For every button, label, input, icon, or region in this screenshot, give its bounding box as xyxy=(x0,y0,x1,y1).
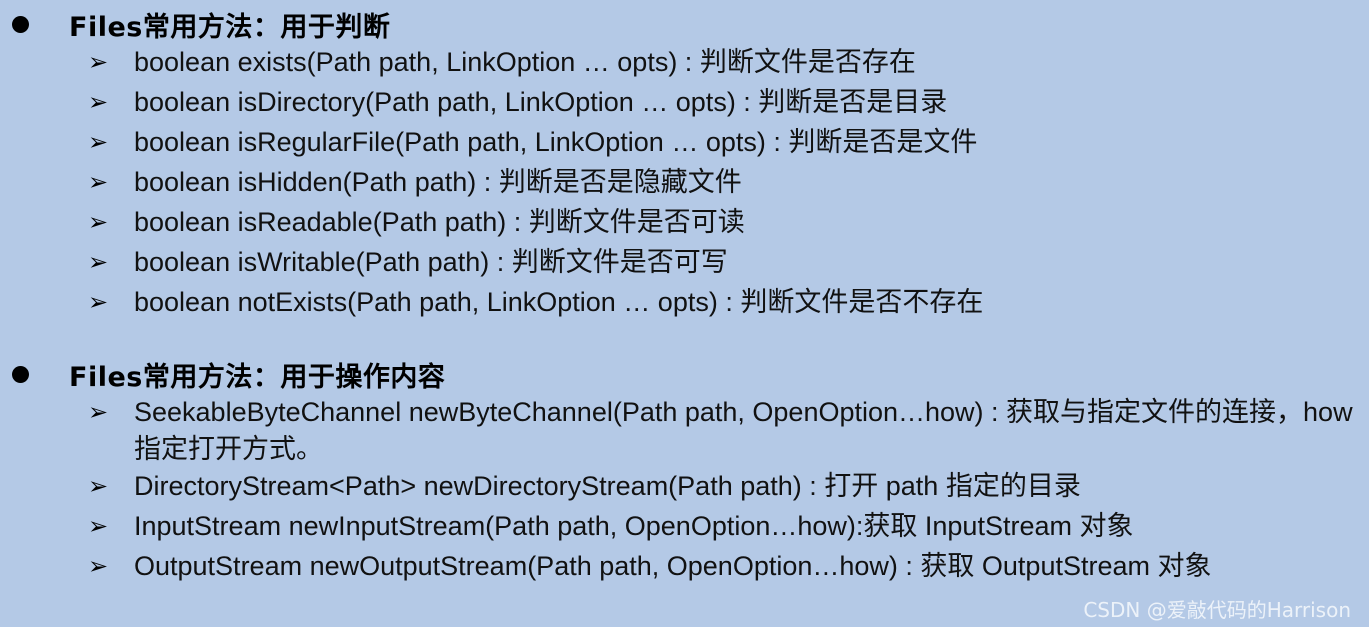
list-item: ➢ boolean isWritable(Path path) : 判断文件是否可… xyxy=(88,244,1369,284)
method-text: OutputStream newOutputStream(Path path, … xyxy=(134,551,1212,581)
list-item: ➢ boolean isRegularFile(Path path, LinkOp… xyxy=(88,124,1369,164)
list-item: ➢ boolean isReadable(Path path) : 判断文件是否可… xyxy=(88,204,1369,244)
section-heading: Files常用方法：用于判断 xyxy=(12,4,1369,44)
arrowhead-icon: ➢ xyxy=(88,49,109,76)
method-text: boolean isReadable(Path path) : 判断文件是否可读 xyxy=(134,207,745,237)
section-heading: Files常用方法：用于操作内容 xyxy=(12,354,1369,394)
list-item: ➢ boolean isHidden(Path path) : 判断是否是隐藏文件 xyxy=(88,164,1369,204)
method-text: boolean exists(Path path, LinkOption … o… xyxy=(134,47,916,77)
list-item: ➢ boolean isDirectory(Path path, LinkOpti… xyxy=(88,84,1369,124)
method-text: boolean notExists(Path path, LinkOption … xyxy=(134,287,984,317)
watermark: CSDN @爱敲代码的Harrison xyxy=(1083,598,1351,622)
list-item: ➢ OutputStream newOutputStream(Path path,… xyxy=(88,548,1369,588)
list-item: ➢ InputStream newInputStream(Path path, O… xyxy=(88,508,1369,548)
section-heading-text: Files常用方法：用于操作内容 xyxy=(69,361,446,393)
method-text: boolean isWritable(Path path) : 判断文件是否可写 xyxy=(134,247,728,277)
arrowhead-icon: ➢ xyxy=(88,249,109,276)
method-text: boolean isRegularFile(Path path, LinkOpt… xyxy=(134,127,978,157)
section-content-ops: Files常用方法：用于操作内容 ➢ SeekableByteChannel ne… xyxy=(0,354,1369,588)
arrowhead-icon: ➢ xyxy=(88,553,109,580)
method-text: boolean isHidden(Path path) : 判断是否是隐藏文件 xyxy=(134,167,742,197)
section-judge: Files常用方法：用于判断 ➢ boolean exists(Path path… xyxy=(0,4,1369,324)
section-heading-text: Files常用方法：用于判断 xyxy=(69,11,391,43)
arrowhead-icon: ➢ xyxy=(88,169,109,196)
list-item: ➢ SeekableByteChannel newByteChannel(Path… xyxy=(88,394,1369,468)
method-text: InputStream newInputStream(Path path, Op… xyxy=(134,511,1134,541)
arrowhead-icon: ➢ xyxy=(88,129,109,156)
filled-circle-icon xyxy=(12,365,29,383)
arrowhead-icon: ➢ xyxy=(88,513,109,540)
arrowhead-icon: ➢ xyxy=(88,89,109,116)
method-list: ➢ SeekableByteChannel newByteChannel(Path… xyxy=(0,394,1369,588)
filled-circle-icon xyxy=(12,15,29,33)
list-item: ➢ DirectoryStream<Path> newDirectoryStrea… xyxy=(88,468,1369,508)
list-item: ➢ boolean notExists(Path path, LinkOption… xyxy=(88,284,1369,324)
list-item: ➢ boolean exists(Path path, LinkOption … … xyxy=(88,44,1369,84)
arrowhead-icon: ➢ xyxy=(88,473,109,500)
method-text: boolean isDirectory(Path path, LinkOptio… xyxy=(134,87,948,117)
method-list: ➢ boolean exists(Path path, LinkOption … … xyxy=(0,44,1369,324)
arrowhead-icon: ➢ xyxy=(88,209,109,236)
arrowhead-icon: ➢ xyxy=(88,289,109,316)
arrowhead-icon: ➢ xyxy=(88,399,109,426)
method-text: SeekableByteChannel newByteChannel(Path … xyxy=(134,397,1353,464)
method-text: DirectoryStream<Path> newDirectoryStream… xyxy=(134,471,1081,501)
